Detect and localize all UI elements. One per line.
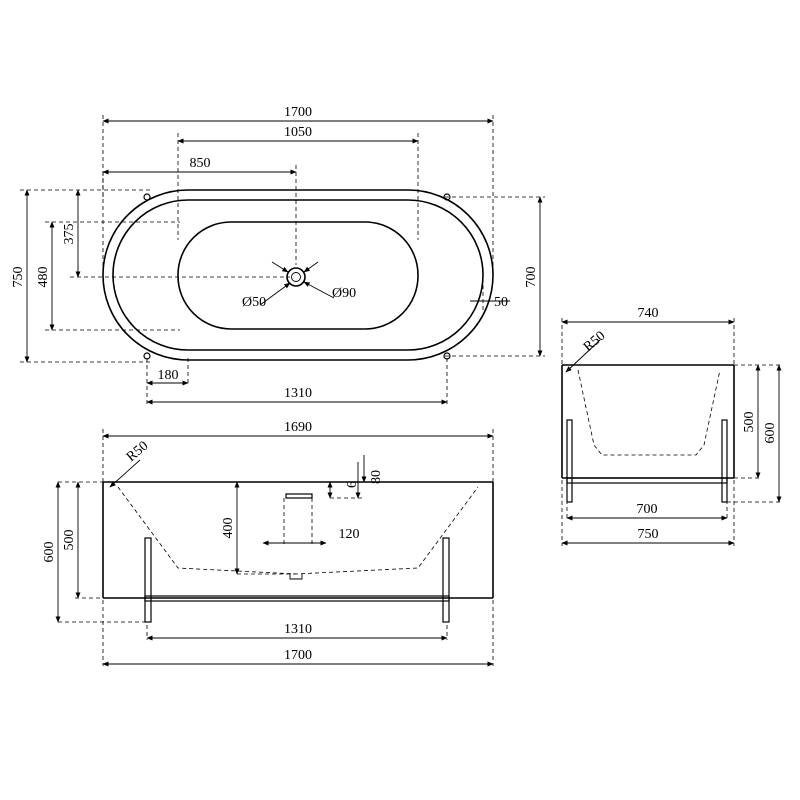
dim-text-500-front: 500: [62, 530, 77, 551]
front-leg-bar: [144, 595, 450, 602]
leader-front-r50: [109, 459, 141, 488]
dim-text-1310-front: 1310: [284, 622, 312, 637]
front-drain-bottom: [289, 574, 303, 580]
dim-text-overflow-90: Ø90: [332, 286, 356, 301]
front-view: 1690 R50 6 80 400 120 600 500 1310 1700: [42, 420, 494, 667]
leader-drain-50-b: [271, 261, 289, 273]
dim-text-740: 740: [638, 306, 659, 321]
front-extension-lines: [58, 429, 494, 666]
dim-text-1310-top: 1310: [284, 386, 312, 401]
side-leg-right: [721, 419, 728, 503]
side-view: 740 R50 500 600 700 750: [561, 306, 782, 546]
front-leg-left: [144, 537, 152, 623]
dim-text-480: 480: [36, 267, 51, 288]
front-leg-right: [442, 537, 450, 623]
dim-text-180: 180: [158, 368, 179, 383]
dim-text-1050: 1050: [284, 125, 312, 140]
tub-inner-rim: [112, 199, 484, 351]
foot-top-right: [443, 193, 451, 201]
dim-text-50-rim: 50: [494, 295, 508, 310]
leader-side-r50: [565, 339, 601, 373]
top-view: 1700 1050 850 750 480 375 700 50 Ø50 Ø90…: [11, 105, 545, 405]
leader-drain-50: [259, 282, 291, 306]
dim-text-750-side: 750: [638, 527, 659, 542]
dim-text-1690: 1690: [284, 420, 312, 435]
dim-text-120: 120: [339, 527, 360, 542]
dim-text-375: 375: [62, 224, 77, 245]
dim-text-80: 80: [369, 470, 384, 484]
foot-top-left: [143, 193, 151, 201]
dim-text-600-side: 600: [763, 423, 778, 444]
dim-text-drain-50: Ø50: [242, 295, 266, 310]
leader-overflow-90: [303, 281, 335, 299]
side-basin-hidden: [577, 369, 721, 456]
dim-text-700-top: 700: [524, 267, 539, 288]
side-leg-left: [566, 419, 573, 503]
dim-text-side-r50: R50: [581, 329, 609, 355]
dim-text-front-r50: R50: [124, 439, 152, 465]
dim-text-6: 6: [345, 481, 360, 488]
leader-overflow-90-b: [303, 261, 319, 273]
tub-outer-rim: [102, 189, 494, 361]
dim-text-600-front: 600: [42, 542, 57, 563]
dim-text-500-side: 500: [742, 412, 757, 433]
top-extension-lines: [20, 115, 545, 405]
front-basin-hidden: [117, 486, 479, 575]
dim-text-400: 400: [221, 518, 236, 539]
side-leg-bar: [566, 477, 728, 484]
dim-text-1700-bottom: 1700: [284, 648, 312, 663]
front-drain-top: [285, 493, 313, 499]
drain-inner: [291, 272, 301, 282]
tub-basin: [177, 221, 419, 330]
dim-text-1700-top: 1700: [284, 105, 312, 120]
dim-text-850: 850: [190, 156, 211, 171]
dim-text-750: 750: [11, 267, 26, 288]
dim-text-700-side: 700: [637, 502, 658, 517]
